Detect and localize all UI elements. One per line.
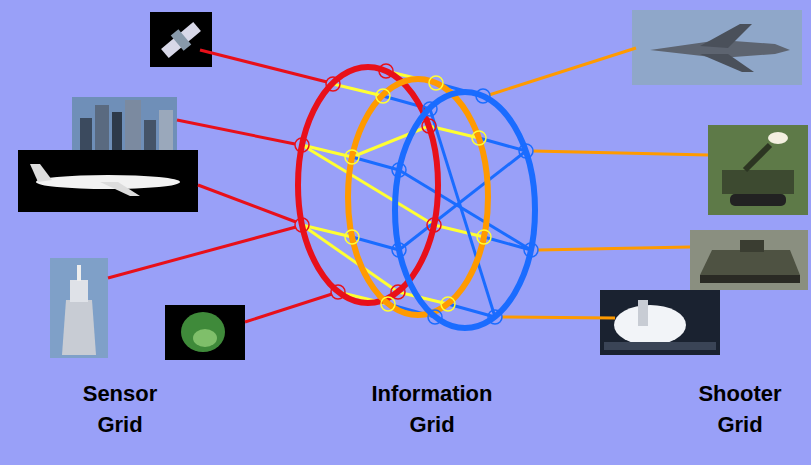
shooter-link (538, 247, 690, 250)
building (125, 100, 141, 152)
ring-marker (345, 150, 359, 164)
ring-marker (423, 102, 437, 116)
launcher-arm (745, 145, 770, 170)
tracks (700, 275, 800, 283)
ring-marker (524, 243, 538, 257)
ring-marker (326, 77, 340, 91)
grid-link (399, 151, 526, 250)
picture-frame (18, 150, 198, 212)
shooter-ring (395, 92, 535, 328)
ring-markers (345, 76, 491, 311)
launch-plume (614, 305, 686, 345)
picture-frame (632, 10, 802, 85)
amphibious-vehicle-picture (690, 230, 808, 290)
grid-label: Information Grid (365, 378, 500, 440)
shooter-link (489, 48, 636, 95)
hull (62, 300, 96, 355)
helmet (181, 312, 225, 352)
launch-smoke (768, 132, 788, 144)
picture-frame (708, 125, 808, 215)
ring-marker (472, 131, 486, 145)
aircraft-picture (18, 150, 198, 212)
jet-wing (700, 54, 754, 72)
ring-marker (428, 310, 442, 324)
ring-markers (295, 64, 441, 299)
information-links (352, 83, 531, 317)
picture-frame (150, 12, 212, 67)
grid-link (399, 170, 531, 250)
building (112, 112, 122, 152)
soldier-picture (165, 305, 245, 360)
sensor-link (108, 227, 296, 278)
mast (77, 265, 81, 281)
ring-marker (391, 285, 405, 299)
picture-frame (165, 305, 245, 360)
building (144, 120, 156, 152)
building (159, 110, 173, 152)
ring-marker (488, 310, 502, 324)
ring-marker (295, 218, 309, 232)
picture-frame (50, 258, 108, 358)
ring-marker (331, 285, 345, 299)
grid-label: Shooter Grid (688, 378, 793, 440)
ring-marker (381, 297, 395, 311)
information-links (302, 71, 484, 304)
wing (100, 182, 140, 196)
vehicle-body (700, 250, 800, 275)
sensor-link (200, 50, 327, 82)
jet-picture (632, 10, 802, 85)
picture-frame (690, 230, 808, 290)
ring-marker (376, 89, 390, 103)
ring-marker (392, 243, 406, 257)
satellite-symbol (158, 19, 203, 61)
ship-picture (50, 258, 108, 358)
picture-frame (600, 290, 720, 355)
ring-marker (295, 138, 309, 152)
sensor-link (198, 185, 296, 222)
ring-marker (427, 218, 441, 232)
ring-marker (441, 297, 455, 311)
grid-link (352, 126, 429, 157)
superstructure (70, 280, 88, 302)
ring-marker (379, 64, 393, 78)
building (95, 105, 109, 152)
information-ring (348, 79, 488, 315)
ring-markers (392, 89, 538, 324)
building (80, 118, 92, 152)
picture-frame (72, 97, 177, 152)
sensor-link (177, 120, 295, 144)
tail (30, 164, 52, 182)
jet-wing (700, 24, 752, 48)
grid-link (302, 145, 434, 225)
missile (638, 300, 648, 326)
ring-marker (345, 230, 359, 244)
ring-marker (429, 76, 443, 90)
sensor-link (245, 294, 332, 322)
turret (740, 240, 764, 252)
ring-marker (477, 230, 491, 244)
shooter-link (502, 317, 615, 318)
satellite-picture (150, 12, 212, 67)
ring-marker (392, 163, 406, 177)
ring-marker (476, 89, 490, 103)
water (604, 342, 716, 350)
vehicle-body (722, 170, 794, 194)
tracks (730, 194, 786, 206)
ring-marker (422, 119, 436, 133)
submarine-picture (600, 290, 720, 355)
ring-marker (519, 144, 533, 158)
satellite-core (171, 29, 192, 51)
sensor-ring (298, 67, 438, 303)
grid-label: Sensor Grid (65, 378, 175, 440)
shooter-link (533, 151, 708, 155)
satellite-body (161, 22, 201, 58)
rocket-launcher-picture (708, 125, 808, 215)
city-picture (72, 97, 177, 152)
face (193, 329, 217, 347)
